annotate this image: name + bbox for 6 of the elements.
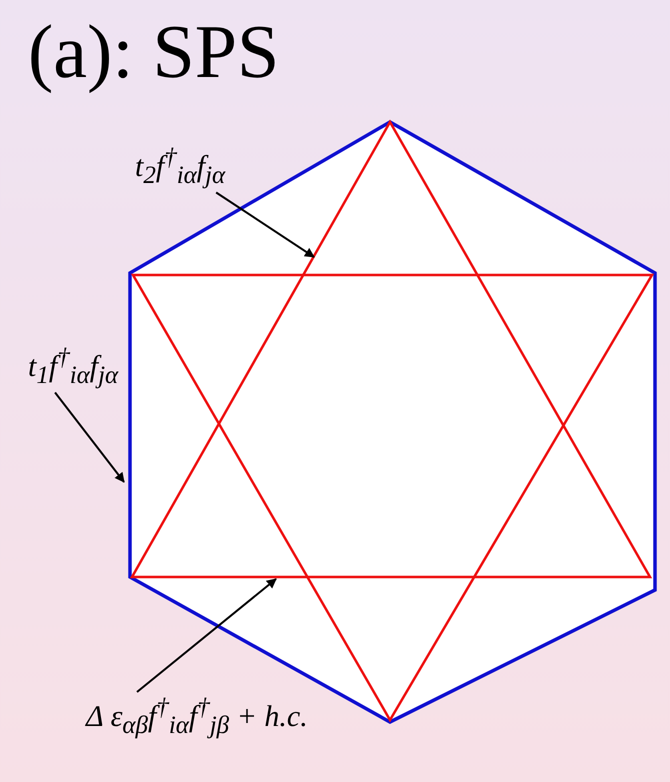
leader-arrow (136, 578, 277, 693)
formula-label: t$_{2}$f$^{†}$$_{iα}$f$_{jα}$ (135, 142, 226, 192)
leader-arrow (216, 192, 315, 258)
leader-arrow (54, 392, 125, 483)
formula-label: Δ ε$_{αβ}$f$^{†}$$_{iα}$f$^{†}$$_{jβ}$ + h.c. (86, 692, 308, 742)
formula-label: t$_{1}$f$^{†}$$_{iα}$f$_{jα}$ (28, 342, 118, 392)
